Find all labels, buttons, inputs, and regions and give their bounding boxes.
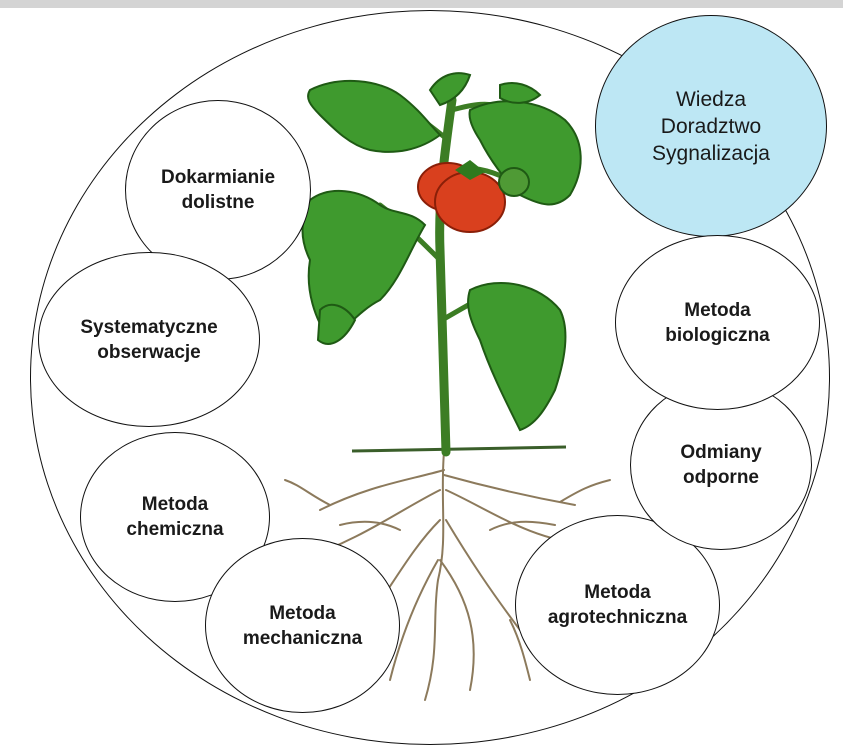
node-line: chemiczna — [126, 517, 223, 542]
node-line: odporne — [680, 465, 761, 490]
node-line: Dokarmianie — [161, 165, 275, 190]
node-line: Odmiany — [680, 440, 761, 465]
node-line: Doradztwo — [652, 113, 770, 140]
node-metoda-biologiczna: Metoda biologiczna — [615, 235, 820, 410]
node-line: biologiczna — [665, 323, 770, 348]
node-line: mechaniczna — [243, 626, 362, 651]
node-metoda-mechaniczna: Metoda mechaniczna — [205, 538, 400, 713]
node-line: Systematyczne — [80, 315, 217, 340]
tomatoes — [418, 160, 529, 232]
node-line: dolistne — [161, 190, 275, 215]
node-line: Metoda — [126, 492, 223, 517]
node-systematyczne-obserwacje: Systematyczne obserwacje — [38, 252, 260, 427]
stem — [440, 100, 452, 452]
node-wiedza-doradztwo-sygnalizacja: Wiedza Doradztwo Sygnalizacja — [595, 15, 827, 237]
node-line: Metoda — [548, 580, 687, 605]
node-line: Metoda — [243, 601, 362, 626]
node-line: Sygnalizacja — [652, 140, 770, 167]
node-line: Wiedza — [652, 86, 770, 113]
node-line: Metoda — [665, 298, 770, 323]
node-line: obserwacje — [80, 340, 217, 365]
soil-line — [352, 447, 566, 451]
node-line: agrotechniczna — [548, 605, 687, 630]
